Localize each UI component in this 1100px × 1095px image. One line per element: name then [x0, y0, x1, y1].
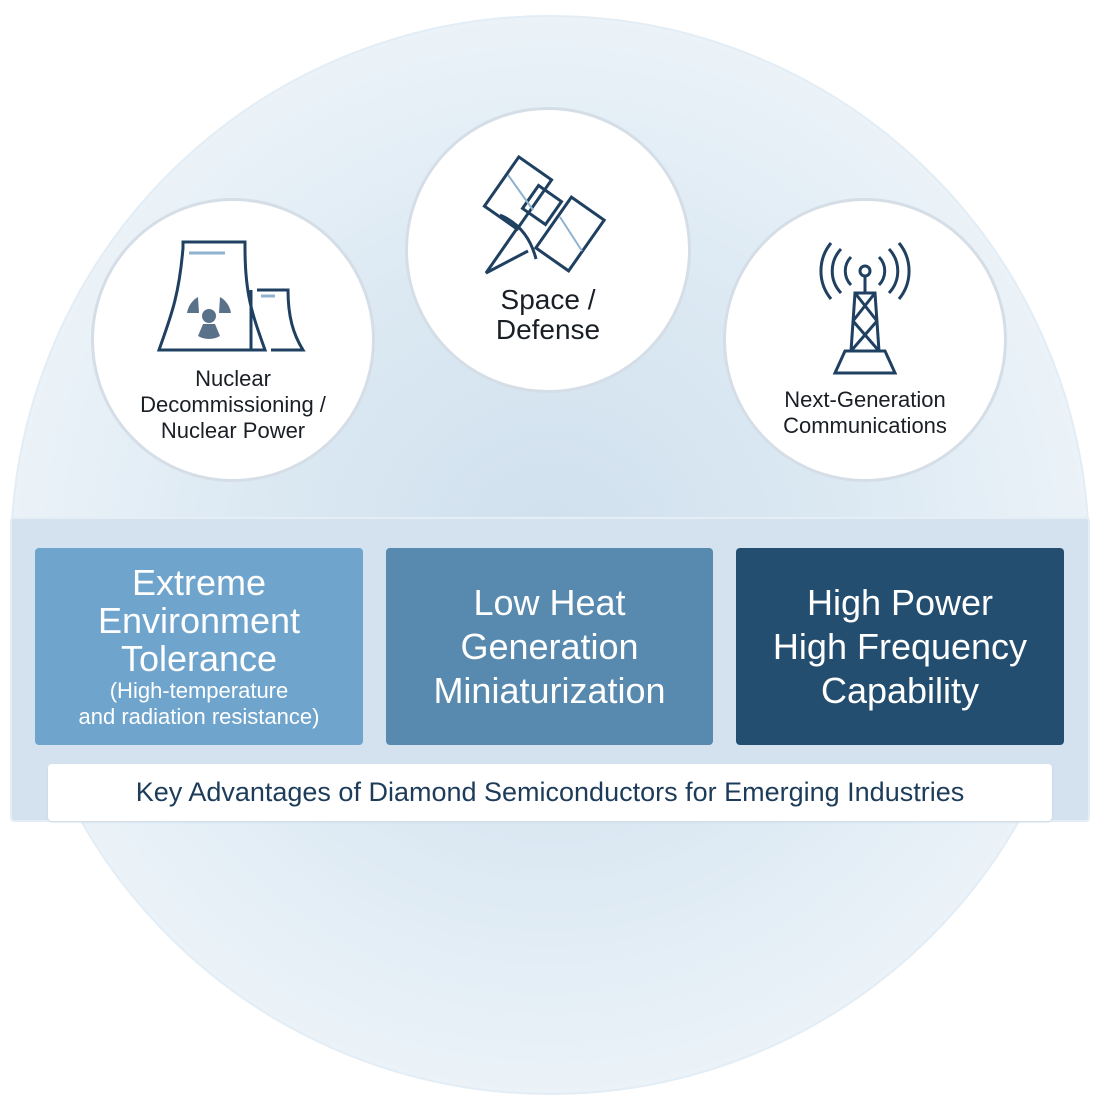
advantage-extreme-environment: Extreme Environment Tolerance (High-temp…: [35, 548, 363, 745]
advantage-note-line: and radiation resistance): [78, 703, 320, 729]
satellite-icon: [482, 155, 607, 275]
industry-nuclear: Nuclear Decommissioning / Nuclear Power: [91, 198, 375, 482]
advantage-title-line: Miniaturization: [433, 669, 666, 711]
antenna-tower-icon: [819, 242, 911, 375]
advantage-title-line: High Frequency: [772, 625, 1028, 667]
advantage-low-heat: Low Heat Generation Miniaturization: [386, 548, 713, 745]
advantage-title-line: Capability: [820, 669, 980, 711]
advantage-note-line: (High-temperature: [109, 677, 289, 703]
advantage-title-line: Generation: [460, 625, 639, 667]
industry-communications: Next-Generation Communications: [723, 198, 1007, 482]
industry-space-defense: Space / Defense: [405, 107, 691, 393]
industry-label-line: Nuclear: [195, 366, 271, 391]
industry-label-line: Nuclear Power: [160, 418, 306, 443]
industry-label-line: Next-Generation: [784, 387, 946, 412]
nuclear-plant-icon: [156, 240, 306, 352]
industry-label-line: Decommissioning /: [140, 392, 326, 417]
advantage-title-line: High Power: [806, 581, 994, 623]
advantage-title-line: Extreme: [131, 561, 267, 603]
industry-label-line: Communications: [783, 413, 947, 438]
advantage-high-power: High Power High Frequency Capability: [736, 548, 1064, 745]
advantage-title-line: Tolerance: [120, 637, 278, 679]
diagram-caption: Key Advantages of Diamond Semiconductors…: [48, 764, 1052, 821]
advantage-title-line: Environment: [97, 599, 301, 641]
industry-label-line: Defense: [495, 314, 601, 345]
industry-label-line: Space /: [500, 284, 596, 315]
advantage-title-line: Low Heat: [473, 581, 626, 623]
